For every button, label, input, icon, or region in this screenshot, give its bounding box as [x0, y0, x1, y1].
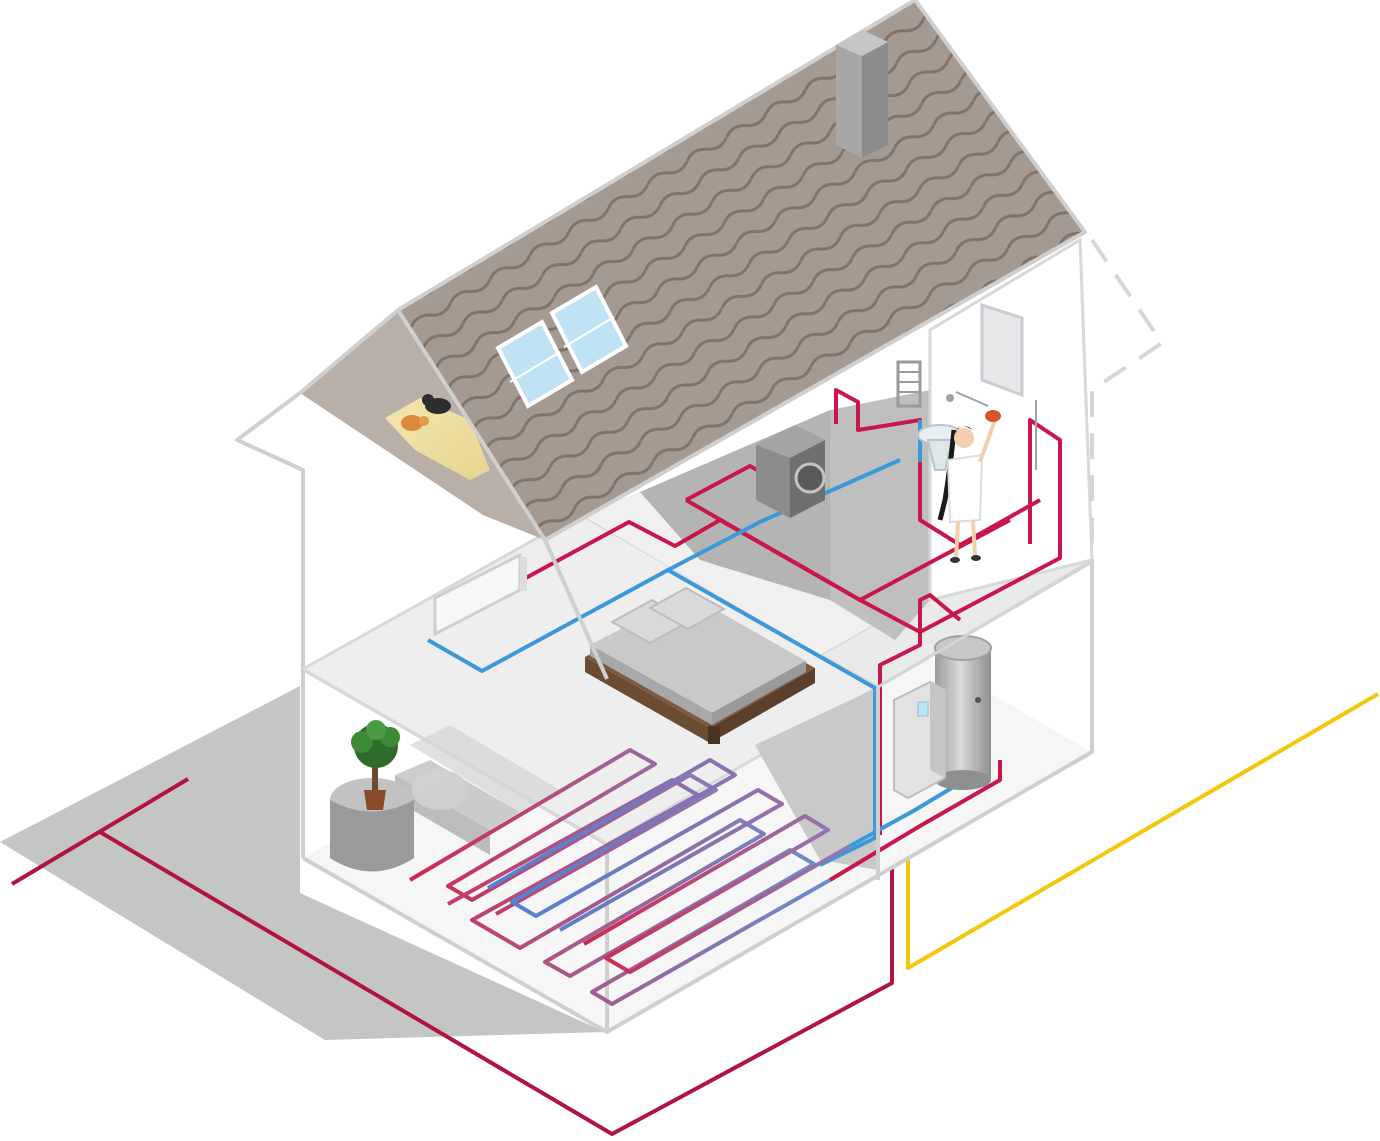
- person-icon: [937, 410, 1001, 563]
- heat-pump-control-icon: [893, 680, 946, 800]
- heating-return-pipe-upper: [427, 568, 877, 867]
- ground-shadow: [0, 686, 605, 1040]
- bed-icon: [585, 586, 815, 744]
- chimney-icon: [836, 30, 888, 158]
- heating-flow-pipe-bathroom2: [685, 418, 1062, 634]
- bathroom-sink-icon: [917, 424, 963, 471]
- sofa-icon: [395, 725, 560, 855]
- washing-machine-icon: [756, 425, 826, 518]
- shower-icon: [946, 391, 1037, 470]
- interior-wall-ground: [755, 687, 878, 870]
- ground-loop-pipe: [10, 777, 190, 886]
- potted-plant-icon: [351, 720, 400, 810]
- heating-flow-pipe-upper: [521, 518, 1011, 602]
- skylight-icon: [495, 284, 629, 409]
- radiator-icon: [433, 552, 527, 637]
- hot-water-tank-icon: [934, 635, 992, 790]
- ground-floor-slab: [303, 578, 1092, 1032]
- bathroom-window: [980, 302, 1024, 398]
- gable-outline: [298, 308, 400, 395]
- heating-flow-pipe-shower: [918, 460, 1041, 547]
- house-outline-mid: [877, 560, 1093, 689]
- dashed-gable-outline: [1090, 238, 1165, 560]
- roof-outline: [396, 0, 1087, 542]
- house-outline-left: [235, 391, 305, 858]
- roof: [398, 0, 1085, 540]
- towel-radiator-icon: [896, 360, 922, 408]
- heating-return-pipe-upper2: [667, 458, 901, 572]
- gable-edge-right: [543, 539, 609, 680]
- cat-icon: [401, 394, 451, 431]
